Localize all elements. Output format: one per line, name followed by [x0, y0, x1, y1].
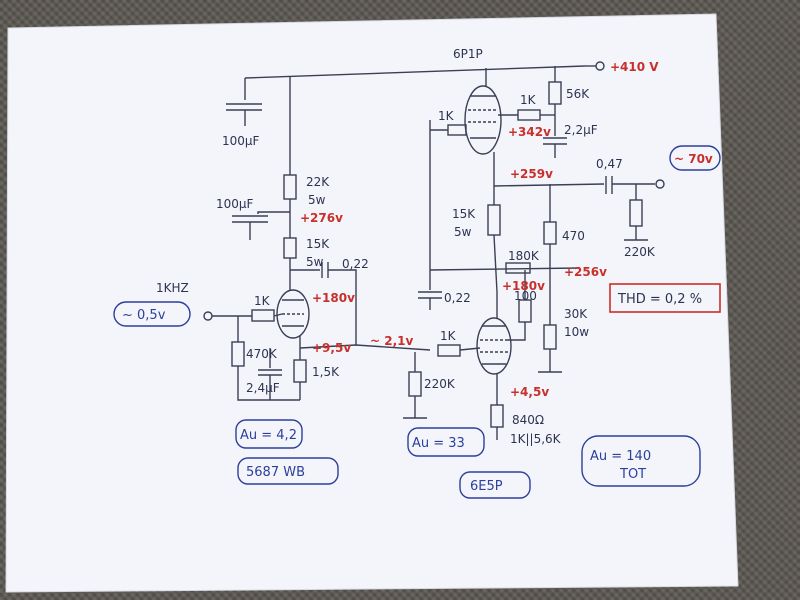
gain-input-stage: Au = 4,2 [240, 428, 297, 443]
driver-tube-envelope [476, 317, 512, 375]
label-220k-driver: 220K [424, 377, 456, 391]
gain-total: Au = 140 [590, 449, 651, 464]
label-470k: 470K [246, 347, 278, 361]
input-level: ~ 0,5v [122, 308, 166, 323]
thd-box [609, 283, 721, 313]
resistor-1k-g1 [447, 124, 467, 136]
input-tube-box [237, 457, 339, 485]
label-0-22-a: 0,22 [342, 257, 369, 271]
voltage-259: +259v [510, 167, 553, 181]
frequency-label: 1KHZ [156, 281, 189, 295]
label-30k: 30K [564, 307, 588, 321]
label-22k: 22K [306, 175, 330, 189]
voltage-180-driver: +180v [502, 279, 545, 293]
label-0-47: 0,47 [596, 157, 623, 171]
label-1k-g1: 1K [438, 109, 455, 123]
paper-sheet [5, 13, 739, 593]
label-100: 100 [514, 289, 537, 303]
label-220k-out: 220K [624, 245, 656, 259]
output-tube-envelope [464, 85, 502, 155]
label-15k-a-w: 5w [306, 255, 324, 269]
input-tube-envelope [276, 289, 310, 339]
label-1k-driver: 1K [440, 329, 457, 343]
gain-total-sub: TOT [619, 467, 646, 482]
gain-driver-box [407, 427, 485, 457]
resistor-1k-driver [437, 344, 461, 357]
label-15k-b-w: 5w [454, 225, 472, 239]
voltage-180-input: +180v [312, 291, 355, 305]
input-tube-label: 5687 WB [246, 465, 305, 480]
output-level-box [669, 145, 721, 171]
label-22k-w: 5w [308, 193, 326, 207]
label-1-5k: 1,5K [312, 365, 340, 379]
wiring [203, 61, 665, 440]
label-100uf-mid: 100µF [216, 197, 254, 211]
resistor-180k [505, 262, 531, 274]
label-30k-w: 10w [564, 325, 589, 339]
label-1k-g2: 1K [520, 93, 537, 107]
label-2-4uf: 2,4µF [246, 381, 280, 395]
label-2-2uf: 2,2µF [564, 123, 598, 137]
output-tube-label: 6P1P [453, 47, 483, 61]
label-470: 470 [562, 229, 585, 243]
gain-total-box [581, 435, 701, 487]
label-100uf-top: 100µF [222, 134, 260, 148]
label-1k-5-6k: 1K||5,6K [510, 432, 562, 446]
voltage-256: +256v [564, 265, 607, 279]
label-15k-a: 15K [306, 237, 330, 251]
driver-tube-label: 6E5P [470, 479, 503, 494]
interstage-level: ~ 2,1v [370, 334, 413, 348]
output-level: ~ 70v [674, 152, 713, 166]
label-15k-b: 15K [452, 207, 476, 221]
gain-driver-stage: Au = 33 [412, 436, 465, 451]
label-840: 840Ω [512, 413, 544, 427]
voltage-9-5: +9,5v [312, 341, 351, 355]
voltage-342: +342v [508, 125, 551, 139]
b-plus-voltage: +410 V [610, 60, 659, 74]
label-1k-input: 1K [254, 294, 271, 308]
voltage-276: +276v [300, 211, 343, 225]
input-level-box [113, 301, 191, 327]
thd-value: THD = 0,2 % [617, 292, 702, 307]
voltage-4-5: +4,5v [510, 385, 549, 399]
gain-input-box [235, 419, 303, 449]
driver-tube-box [459, 471, 531, 499]
label-56k: 56K [566, 87, 590, 101]
label-180k: 180K [508, 249, 540, 263]
label-0-22-b: 0,22 [444, 291, 471, 305]
